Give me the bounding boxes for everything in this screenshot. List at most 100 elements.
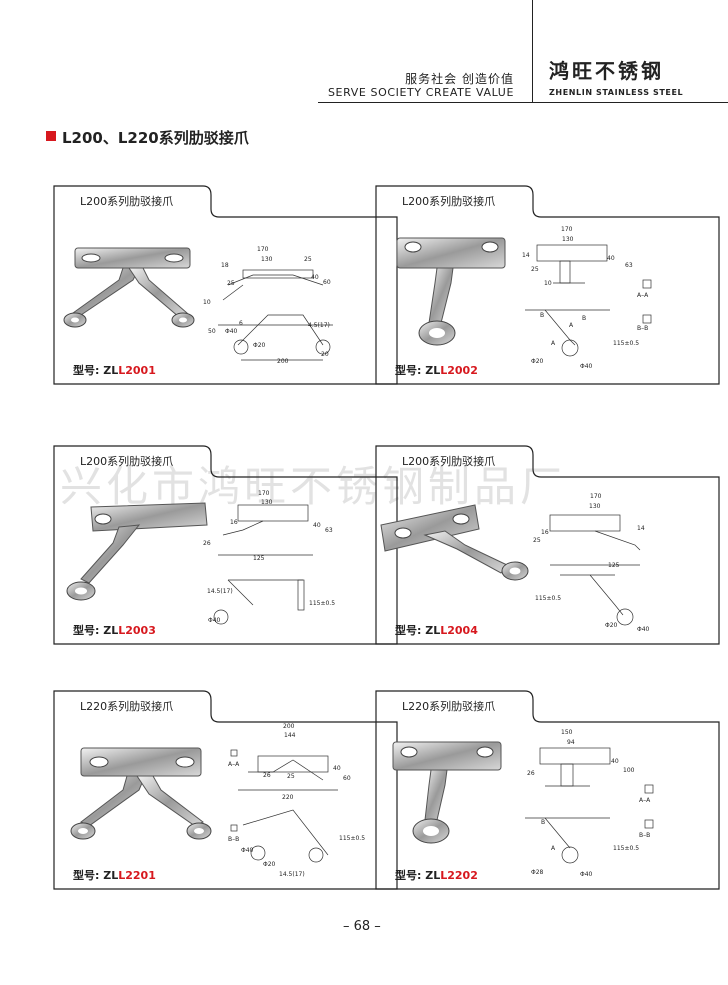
page-number: – 68 – (343, 919, 381, 934)
dim-label: 115±0.5 (309, 600, 335, 607)
header-horizontal-rule (318, 102, 728, 103)
watermark-text: 兴化市鸿旺不锈钢制品厂 (60, 462, 567, 511)
dim-label: Φ40 (225, 328, 238, 335)
dim-label: 10 (203, 299, 211, 306)
dim-label: A (569, 322, 574, 329)
model-prefix: 型号: ZL (395, 364, 441, 377)
card-label: L220系列肋驳接爪 (80, 700, 174, 713)
dim-label: 170 (258, 490, 270, 497)
dim-label: 115±0.5 (613, 845, 639, 852)
dim-label: 125 (608, 562, 620, 569)
dim-label: 60 (343, 775, 351, 782)
card-frame (375, 690, 720, 890)
dim-label: 130 (589, 503, 601, 510)
brand-name-chinese: 鸿旺不锈钢 (549, 59, 664, 83)
dim-label: 130 (562, 236, 574, 243)
spider-fitting-drawing: 170 130 14 25 10 40 63 A–A B–B B A A B Φ… (396, 226, 652, 370)
dim-label: Φ40 (637, 626, 650, 633)
header-vertical-rule (532, 0, 533, 103)
dim-label: 170 (590, 493, 602, 500)
dim-label: 26 (263, 772, 271, 779)
dim-label: 16 (541, 529, 549, 536)
dim-label: 100 (623, 767, 635, 774)
dim-label: 150 (561, 729, 573, 736)
dim-label: 115±0.5 (339, 835, 365, 842)
card-frame (375, 445, 720, 645)
spider-fitting-drawing: 170 130 25 18 25 40 60 10 6 Φ40 50 Φ20 4… (63, 246, 333, 365)
dim-label: 200 (277, 358, 289, 365)
dim-label: 14 (637, 525, 645, 532)
card-frame (53, 445, 398, 645)
dim-label: B (540, 312, 544, 319)
dim-label: B–B (228, 836, 239, 843)
product-card-l2201: 200 144 26 25 220 40 60 A–A B–B Φ40 Φ20 … (53, 690, 398, 890)
dim-label: 115±0.5 (613, 340, 639, 347)
card-label: L200系列肋驳接爪 (402, 195, 496, 208)
dim-label: A–A (228, 761, 240, 768)
product-card-l2004: 170 130 16 25 14 125 115±0.5 Φ20 Φ40 L20… (375, 445, 720, 645)
spider-fitting-drawing: 170 130 16 26 125 40 63 14.5(17) Φ40 115… (66, 490, 335, 625)
model-number: 型号: ZLL2002 (395, 362, 478, 378)
card-label: L220系列肋驳接爪 (402, 700, 496, 713)
dim-label: 130 (261, 499, 273, 506)
model-number: 型号: ZLL2004 (395, 622, 478, 638)
dim-label: 16 (230, 519, 238, 526)
model-number: 型号: ZLL2201 (73, 867, 156, 883)
dim-label: 25 (304, 256, 312, 263)
product-card-l2001: 170 130 25 18 25 40 60 10 6 Φ40 50 Φ20 4… (53, 185, 398, 385)
dim-label: Φ20 (605, 622, 618, 629)
dim-label: 10 (544, 280, 552, 287)
dim-label: Φ40 (208, 617, 221, 624)
model-prefix: 型号: ZL (395, 624, 441, 637)
dim-label: 26 (527, 770, 535, 777)
model-prefix: 型号: ZL (73, 624, 119, 637)
model-code: L2003 (118, 624, 156, 637)
dim-label: 170 (257, 246, 269, 253)
dim-label: 144 (284, 732, 296, 739)
slogan-chinese: 服务社会 创造价值 (405, 72, 514, 86)
dim-label: Φ40 (241, 847, 254, 854)
dim-label: A (551, 340, 556, 347)
model-code: L2202 (440, 869, 478, 882)
dim-label: 125 (253, 555, 265, 562)
brand-name-english: ZHENLIN STAINLESS STEEL (549, 88, 684, 97)
model-number: 型号: ZLL2202 (395, 867, 478, 883)
dim-label: 63 (325, 527, 333, 534)
product-card-l2003: 170 130 16 26 125 40 63 14.5(17) Φ40 115… (53, 445, 398, 645)
dim-label: 63 (625, 262, 633, 269)
dim-label: 4.5(17) (308, 322, 330, 329)
dim-label: Φ20 (263, 861, 276, 868)
dim-label: 115±0.5 (535, 595, 561, 602)
section-title: L200、L220系列肋驳接爪 (62, 129, 249, 147)
dim-label: 18 (221, 262, 229, 269)
dim-label: A–A (637, 292, 649, 299)
card-frame (53, 185, 398, 385)
dim-label: 220 (282, 794, 294, 801)
slogan-english: SERVE SOCIETY CREATE VALUE (327, 86, 514, 99)
dim-label: B (541, 819, 545, 826)
dim-label: 25 (533, 537, 541, 544)
model-prefix: 型号: ZL (73, 364, 119, 377)
dim-label: B (582, 315, 586, 322)
card-label: L200系列肋驳接爪 (80, 195, 174, 208)
dim-label: 25 (227, 280, 235, 287)
dim-label: 40 (311, 274, 319, 281)
dim-label: 14.5(17) (207, 588, 233, 595)
dim-label: 20 (321, 351, 329, 358)
dim-label: 25 (287, 773, 295, 780)
spider-fitting-drawing: 150 94 26 40 100 A–A B–B B A Φ28 Φ40 115… (392, 729, 654, 878)
dim-label: 50 (208, 328, 216, 335)
dim-label: Φ20 (253, 342, 266, 349)
dim-label: 130 (261, 256, 273, 263)
dim-label: Φ40 (580, 363, 593, 370)
dim-label: 60 (323, 279, 331, 286)
dim-label: 40 (607, 255, 615, 262)
dim-label: 40 (333, 765, 341, 772)
dim-label: Φ20 (531, 358, 544, 365)
dim-label: 6 (239, 320, 243, 327)
dim-label: 26 (203, 540, 211, 547)
dim-label: 25 (531, 266, 539, 273)
model-prefix: 型号: ZL (395, 869, 441, 882)
dim-label: A–A (639, 797, 651, 804)
product-card-l2202: 150 94 26 40 100 A–A B–B B A Φ28 Φ40 115… (375, 690, 720, 890)
